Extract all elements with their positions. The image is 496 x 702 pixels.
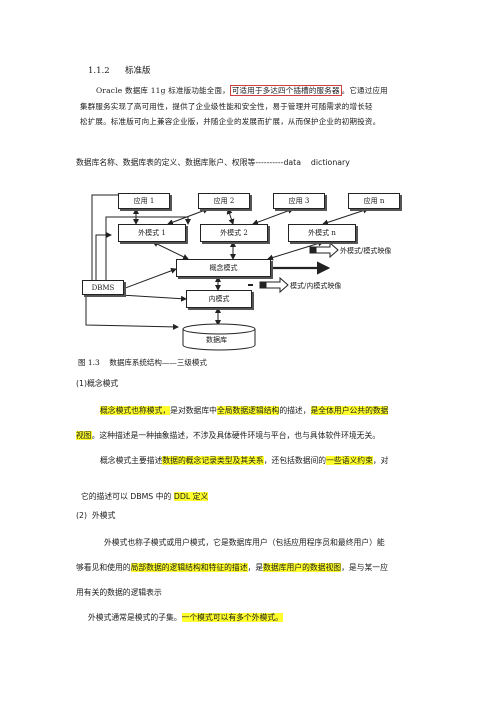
plain-text: 概念模式主要描述	[100, 456, 163, 465]
plain-text: 。这种描述是一种抽象描述，不涉及具体硬件环境与平台，也与具体软件环境无关。	[91, 431, 381, 440]
diagram-arrows	[85, 194, 369, 351]
database-label: 数据库	[206, 336, 227, 344]
schema-diagram: 应用 1 应用 2 应用 3 应用 n 外模式 1 外模式 2 外模式 n 概念…	[78, 187, 418, 357]
highlight-text: 数据的概念记录类型及其关系	[162, 456, 264, 465]
database-cylinder	[182, 323, 256, 351]
app-box-1: 应用 1	[118, 193, 170, 209]
highlight-text: 数据库用户的数据视图	[263, 563, 342, 572]
highlight-text: 概念模式也称模式，	[100, 406, 171, 415]
oracle-paragraph-line3: 松扩展。标准版可向上兼容企业版，并随企业的发展而扩展，从而保护企业的初期投资。	[80, 117, 381, 126]
plain-text: 够看见和使用的	[76, 563, 131, 572]
oracle-paragraph-line2: 集群服务实现了高可用性，提供了企业级性能和安全性，易于管理并可随需求的增长轻	[80, 102, 373, 111]
boxed-text: 可适用于多达四个插槽的服务器	[229, 85, 342, 96]
plain-text: 外模式通常是模式的子集。	[88, 613, 182, 622]
internal-mode-box: 内模式	[186, 290, 252, 308]
highlight-text: 是全体用户公共的数据	[310, 406, 389, 415]
app-box-2: 应用 2	[198, 193, 250, 209]
oracle-text: 。它通过应用	[341, 86, 388, 95]
plain-text: 是对数据库中	[170, 406, 217, 415]
highlight-text: 视图	[76, 431, 92, 440]
highlight-text: 局部数据的逻辑结构和特征的描述	[130, 563, 248, 572]
plain-text: 它的描述可以 DBMS 中的	[80, 492, 174, 501]
external-para1-line1: 外模式也称子模式或用户模式，它是数据库用户（包括应用程序员和最终用户）能	[104, 538, 385, 547]
section-number: 1.1.2	[88, 66, 110, 76]
highlight-text: 一个模式可以有多个外模式。	[181, 613, 283, 622]
ext-mode-box-n: 外模式 n	[288, 224, 356, 242]
plain-text: ，是与某一应	[341, 563, 388, 572]
concept-mode-title: (1)概念模式	[76, 379, 119, 388]
app-box-3: 应用 3	[273, 193, 325, 209]
oracle-paragraph-line1: Oracle 数据库 11g 标准版功能全面，可适用于多达四个插槽的服务器。它通…	[96, 85, 388, 96]
ext-mode-box-2: 外模式 2	[200, 224, 268, 242]
schema-internal-mapping-label: 模式/内模式映像	[290, 282, 342, 290]
plain-text: 的描述，	[279, 406, 311, 415]
data-dictionary-heading: 数据库名称、数据库表的定义、数据库账户、权限等----------data di…	[76, 158, 350, 167]
section-title: 标准版	[125, 66, 151, 76]
concept-para1-line1: 概念模式也称模式，是对数据库中全局数据逻辑结构的描述，是全体用户公共的数据	[100, 405, 389, 416]
plain-text: ，对	[372, 456, 389, 465]
concept-mode-box: 概念模式	[176, 259, 271, 277]
plain-text: ，是	[247, 563, 264, 572]
highlight-text: 一些语义约束	[326, 456, 373, 465]
figure-caption: 图 1.3 数据库系统结构——三级模式	[78, 358, 207, 367]
ext-mode-box-1: 外模式 1	[118, 224, 186, 242]
external-para1-line2: 够看见和使用的局部数据的逻辑结构和特征的描述，是数据库用户的数据视图，是与某一应	[76, 562, 388, 573]
external-mode-title: (2) 外模式	[76, 511, 116, 520]
concept-para2-line1: 概念模式主要描述数据的概念记录类型及其关系，还包括数据间的一些语义约束，对	[100, 455, 388, 466]
oracle-text: Oracle 数据库 11g 标准版功能全面，	[96, 86, 230, 95]
app-box-n: 应用 n	[348, 193, 400, 209]
dbms-box: DBMS	[82, 280, 124, 295]
plain-text: ，还包括数据间的	[263, 456, 327, 465]
section-heading: 1.1.2 标准版	[88, 64, 151, 76]
external-para1-line3: 用有关的数据的逻辑表示	[76, 588, 162, 597]
highlight-text: DDL 定义	[173, 492, 209, 501]
ext-schema-mapping-label: 外模式/模式映像	[340, 247, 392, 255]
concept-para1-line2: 视图。这种描述是一种抽象描述，不涉及具体硬件环境与平台，也与具体软件环境无关。	[76, 430, 380, 441]
highlight-text: 全局数据逻辑结构	[216, 406, 280, 415]
concept-para2-line2: 它的描述可以 DBMS 中的 DDL 定义	[76, 482, 209, 502]
external-para2: 外模式通常是模式的子集。一个模式可以有多个外模式。	[88, 612, 283, 623]
